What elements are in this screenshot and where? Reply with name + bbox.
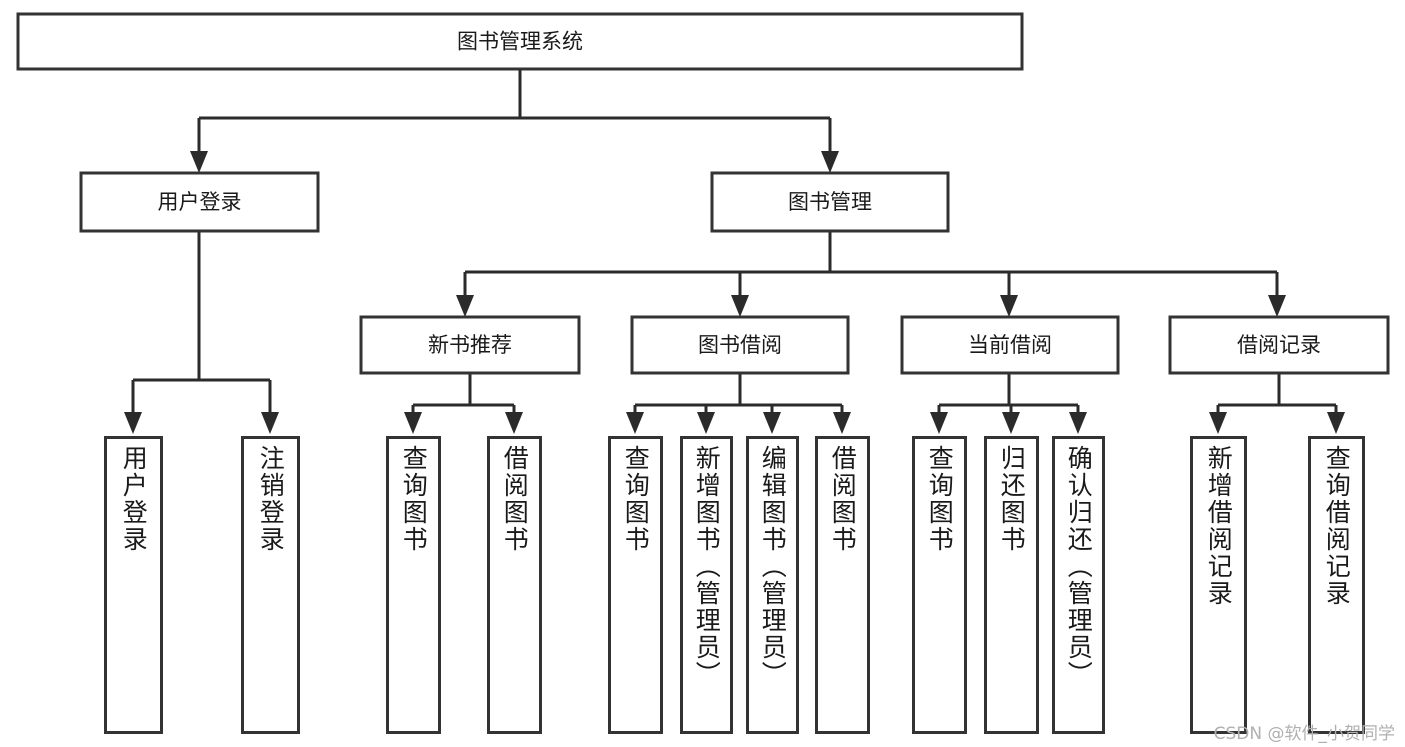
node-new-book-recommend[interactable]: 新书推荐 [359,315,581,375]
node-label-root: 图书管理系统 [457,30,583,54]
node-label-book-borrow: 图书借阅 [698,333,782,357]
leaf-label-leaf-confirm-return-admin: 确认归还（管理员） [1064,445,1094,688]
leaf-node-leaf-edit-book-admin[interactable]: 编辑图书（管理员） [746,436,799,734]
node-box-book-manage[interactable] [710,171,950,233]
arrow-level2-0 [190,151,208,173]
node-box-current-borrow[interactable] [900,315,1120,375]
leaf-node-leaf-query-book-2[interactable]: 查询图书 [608,436,663,734]
leaf-node-leaf-return-book[interactable]: 归还图书 [984,436,1039,734]
leaf-node-leaf-add-borrow-record[interactable]: 新增借阅记录 [1190,436,1247,734]
arrow-leaf-new-book-recommend-1 [505,412,523,434]
arrow-leaf-current-borrow-2 [1069,412,1087,434]
leaf-label-leaf-user-login: 用户登录 [119,445,149,553]
node-box-root[interactable] [16,12,1024,71]
node-borrow-record[interactable]: 借阅记录 [1168,315,1390,375]
node-label-new-book-recommend: 新书推荐 [428,333,512,357]
node-box-new-book-recommend[interactable] [359,315,581,375]
node-box-book-borrow[interactable] [630,315,850,375]
node-book-borrow[interactable]: 图书借阅 [630,315,850,375]
arrow-level3-3 [1268,295,1286,317]
node-user-login[interactable]: 用户登录 [79,171,320,233]
leaf-label-leaf-query-book-1: 查询图书 [399,445,429,553]
arrow-leaf-book-borrow-1 [697,412,715,434]
arrow-leaf-current-borrow-0 [930,412,948,434]
leaf-node-leaf-logout-login[interactable]: 注销登录 [241,436,300,734]
leaf-label-leaf-add-borrow-record: 新增借阅记录 [1204,445,1234,607]
arrow-level3-0 [456,295,474,317]
leaf-label-leaf-query-book-3: 查询图书 [925,445,955,553]
leaf-node-leaf-query-book-1[interactable]: 查询图书 [386,436,441,734]
leaf-label-leaf-borrow-book-1: 借阅图书 [500,445,530,553]
node-label-user-login: 用户登录 [158,190,242,214]
node-current-borrow[interactable]: 当前借阅 [900,315,1120,375]
leaf-node-leaf-confirm-return-admin[interactable]: 确认归还（管理员） [1052,436,1105,734]
leaf-node-leaf-query-book-3[interactable]: 查询图书 [912,436,967,734]
leaf-node-leaf-query-borrow-record[interactable]: 查询借阅记录 [1308,436,1365,734]
node-label-borrow-record: 借阅记录 [1237,333,1321,357]
watermark-text: CSDN @软件_小贺同学 [1213,724,1395,744]
node-box-user-login[interactable] [79,171,320,233]
node-book-manage[interactable]: 图书管理 [710,171,950,233]
arrow-leaf-new-book-recommend-0 [404,412,422,434]
leaf-node-leaf-add-book-admin[interactable]: 新增图书（管理员） [680,436,733,734]
arrow-leaf-user-login-0 [124,412,142,434]
leaf-node-leaf-borrow-book-1[interactable]: 借阅图书 [487,436,542,734]
leaf-label-leaf-query-book-2: 查询图书 [621,445,651,553]
arrow-level3-1 [731,295,749,317]
arrow-level2-1 [821,151,839,173]
arrow-leaf-book-borrow-3 [833,412,851,434]
arrow-leaf-user-login-1 [261,412,279,434]
node-label-current-borrow: 当前借阅 [968,333,1052,357]
leaf-label-leaf-add-book-admin: 新增图书（管理员） [692,445,722,688]
leaf-label-leaf-return-book: 归还图书 [997,445,1027,553]
leaf-label-leaf-edit-book-admin: 编辑图书（管理员） [758,445,788,688]
node-label-book-manage: 图书管理 [788,190,872,214]
arrow-leaf-borrow-record-1 [1327,412,1345,434]
leaf-node-leaf-borrow-book-2[interactable]: 借阅图书 [815,436,870,734]
arrow-level3-2 [1000,295,1018,317]
arrow-leaf-book-borrow-0 [626,412,644,434]
connector-layer [124,69,1345,434]
leaf-node-leaf-user-login[interactable]: 用户登录 [104,436,163,734]
arrow-leaf-current-borrow-1 [1002,412,1020,434]
node-root[interactable]: 图书管理系统 [16,12,1024,71]
arrow-leaf-borrow-record-0 [1209,412,1227,434]
leaf-label-leaf-query-borrow-record: 查询借阅记录 [1322,445,1352,607]
node-box-borrow-record[interactable] [1168,315,1390,375]
leaf-label-leaf-borrow-book-2: 借阅图书 [828,445,858,553]
arrow-leaf-book-borrow-2 [763,412,781,434]
leaf-label-leaf-logout-login: 注销登录 [256,445,286,553]
